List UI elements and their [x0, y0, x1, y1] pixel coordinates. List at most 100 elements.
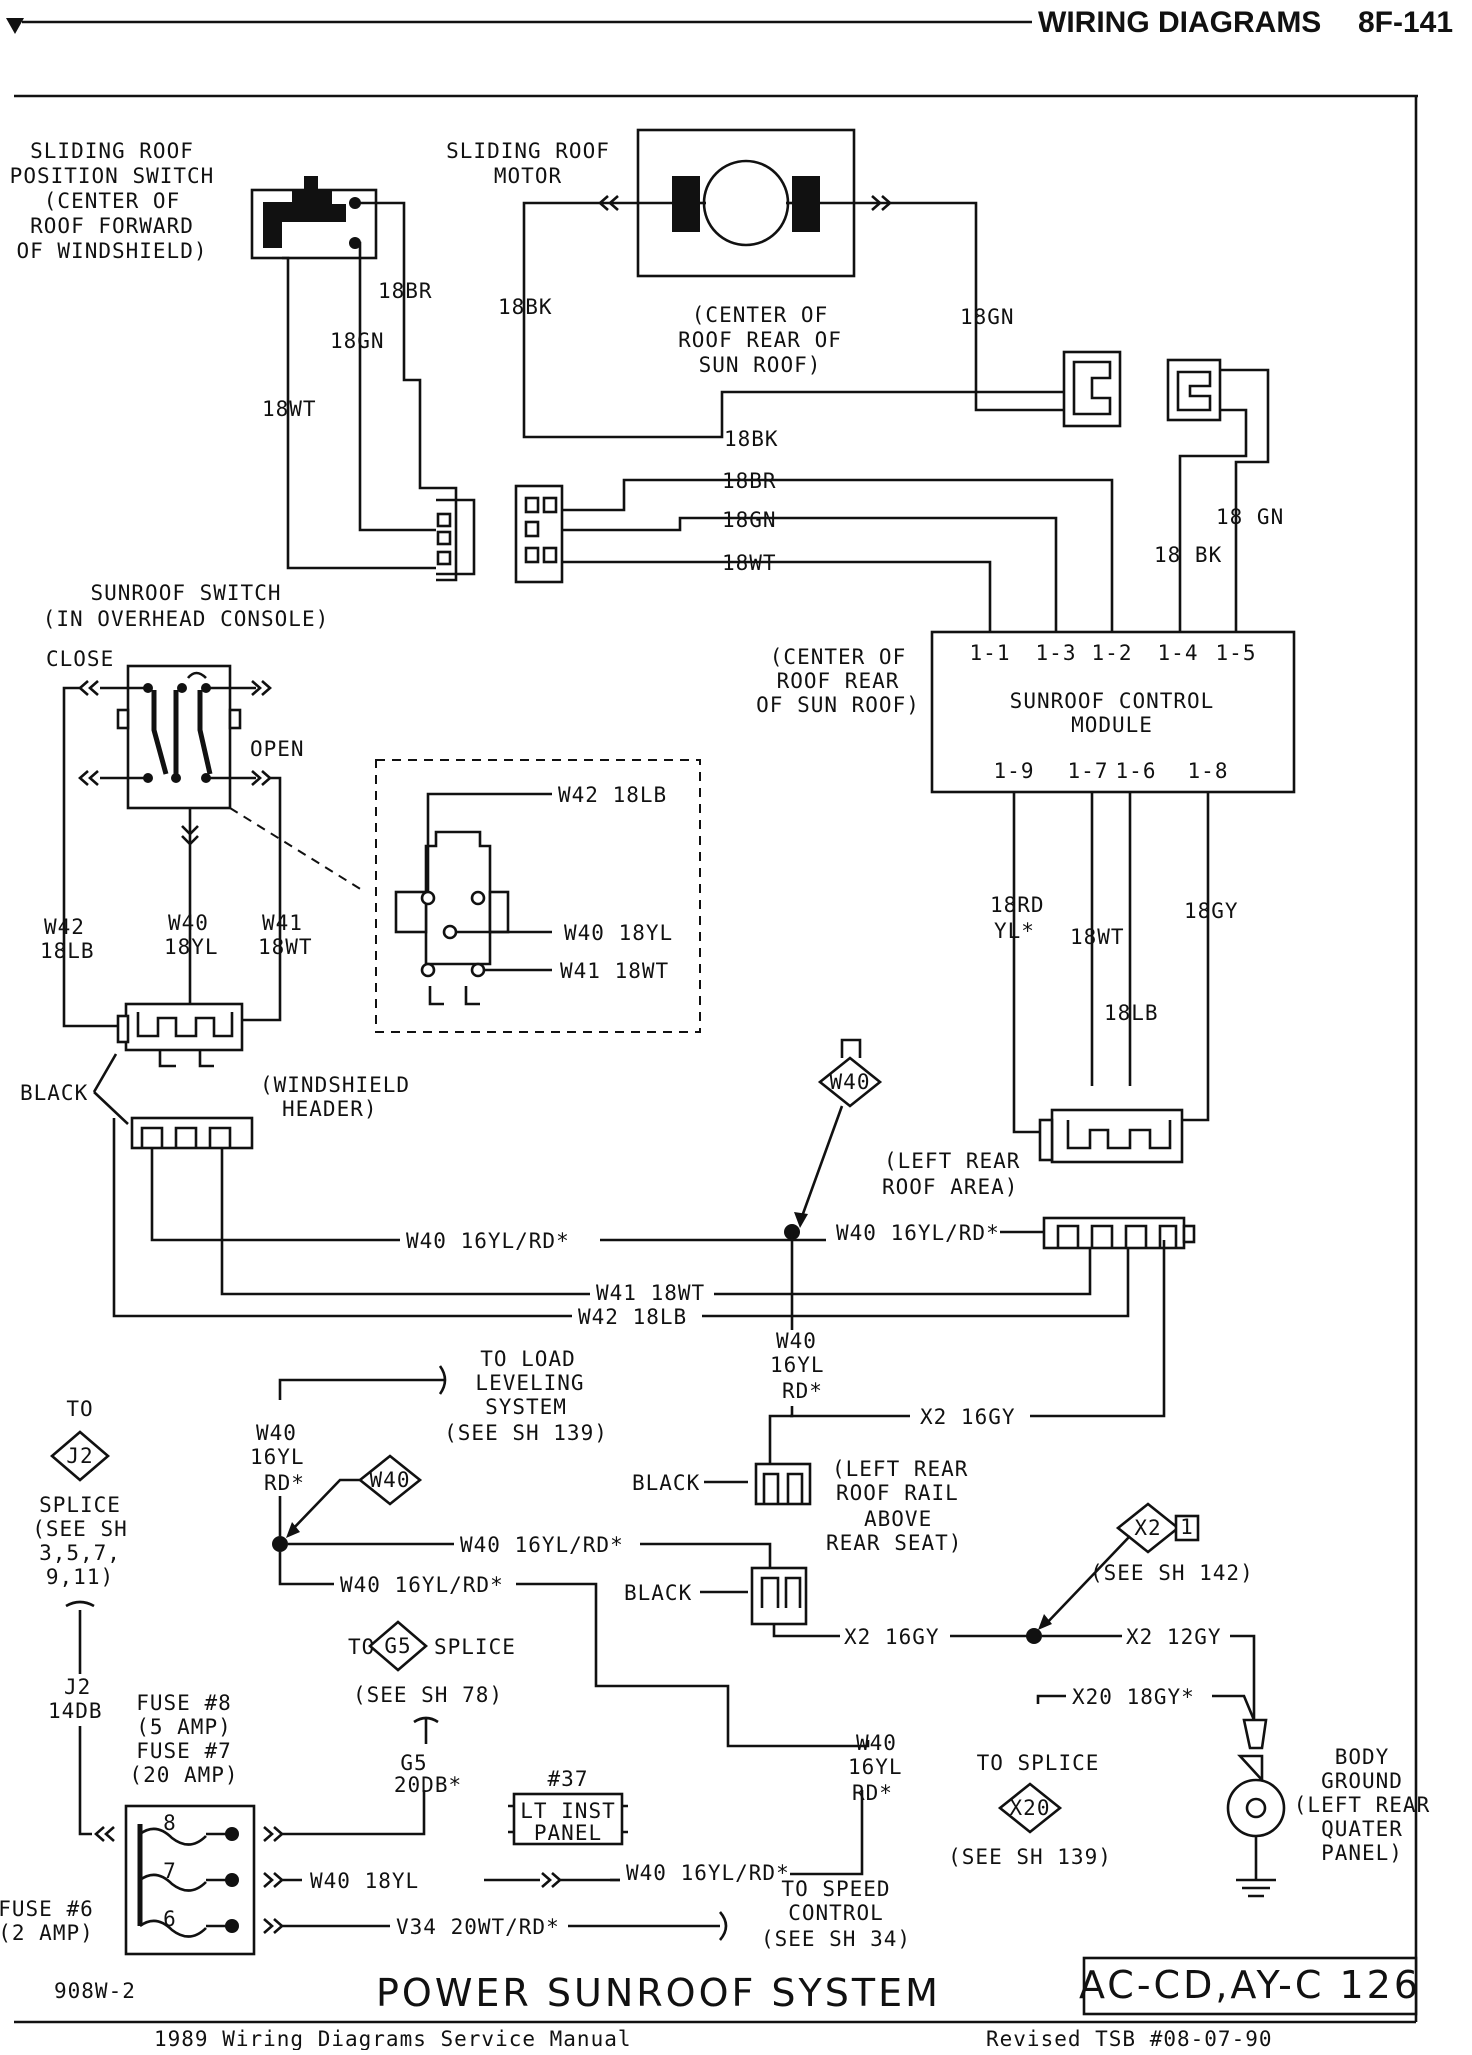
- wire-label-18wt-switch: 18WT: [262, 397, 317, 421]
- wire-label-w40-header: W40 16YL/RD*: [406, 1229, 570, 1253]
- body-ground-line3: (LEFT REAR: [1294, 1793, 1430, 1817]
- switch-open-label: OPEN: [250, 737, 305, 761]
- left-rear-rail-line4: REAR SEAT): [826, 1531, 962, 1555]
- wire-label-v34: V34 20WT/RD*: [396, 1915, 560, 1939]
- fuse-top-line2: (5 AMP): [136, 1715, 232, 1739]
- wire-label-16yl-ll: 16YL: [250, 1445, 305, 1469]
- wire-label-g5: G5: [400, 1751, 427, 1775]
- fuse-input-connector-icon: [94, 1826, 115, 1842]
- left-rear-roof-connector: [1042, 1216, 1196, 1250]
- lt-inst-number: #37: [548, 1767, 589, 1791]
- badge-w40-mid-diamond: [357, 1454, 423, 1506]
- wire-label-18gn-motor: 18GN: [960, 305, 1015, 329]
- roof-connector-pins: [1056, 1224, 1178, 1248]
- wire-label-rdstar-down: RD*: [782, 1379, 823, 1403]
- badge-g5-diamond: [368, 1620, 428, 1672]
- wire-g5-fuse8: [282, 1790, 426, 1836]
- wire-w40-rail: [768, 1406, 794, 1466]
- switch-close-label: CLOSE: [46, 647, 114, 671]
- switch-blade-right-icon: [197, 690, 213, 775]
- switch-open-connector-icon: [251, 680, 272, 696]
- module-lower-connector: [1038, 1108, 1184, 1164]
- g5-break-icon: [413, 1716, 439, 1744]
- inline-connector-switch-shell: [436, 498, 476, 576]
- module-harness-connector: [1166, 358, 1222, 422]
- module-pin-1-1: 1-1: [970, 641, 1011, 665]
- wire-label-w41-switch: W41: [262, 911, 303, 935]
- badge-w40-mid-leader: [289, 1478, 360, 1533]
- roof-connector-latch: [1182, 1224, 1196, 1244]
- wire-x2-16gy-roof: [1030, 1240, 1166, 1418]
- lt-inst-line2: PANEL: [534, 1821, 602, 1845]
- wire-label-w40-down: W40: [776, 1329, 817, 1353]
- switch-connector-pins: [136, 1012, 234, 1038]
- ground-symbol-icon: [1236, 1878, 1276, 1898]
- detail-connector-right-tab: [488, 890, 510, 934]
- harness-connector-pin-shape: [1176, 370, 1212, 412]
- badge-g5-text: G5: [384, 1634, 411, 1658]
- wire-18br-module: [562, 478, 1114, 634]
- body-ground-line1: BODY: [1335, 1745, 1390, 1769]
- switch-pivot-arc: [186, 671, 207, 679]
- module-pin-1-9: 1-9: [994, 759, 1035, 783]
- motor-brush-right-icon: [792, 176, 820, 232]
- fuse-6-connector-icon: [263, 1918, 284, 1934]
- fuse7-inline-connector-icon: [541, 1872, 562, 1888]
- lower-connector-latch: [1038, 1118, 1054, 1162]
- wire-w41-header-cont: [714, 1240, 1092, 1296]
- wire-label-x20: X20 18GY*: [1072, 1685, 1195, 1709]
- black-label-seat: BLACK: [624, 1581, 692, 1605]
- wire-18gy-lower: [1180, 792, 1210, 1122]
- footer-manual: 1989 Wiring Diagrams Service Manual: [154, 2027, 632, 2050]
- wire-label-18wt-lower: 18WT: [1070, 925, 1125, 949]
- module-pin-1-4: 1-4: [1158, 641, 1199, 665]
- position-switch-label-line4: ROOF FORWARD: [30, 214, 194, 238]
- wire-label-18gn-module: 18 GN: [1216, 505, 1284, 529]
- detail-label-w41: W41 18WT: [560, 959, 669, 983]
- sunroof-switch-label-line1: SUNROOF SWITCH: [90, 581, 281, 605]
- fuse-8-connector-icon: [263, 1826, 284, 1842]
- badge-x20-text: X20: [1010, 1796, 1051, 1820]
- switch-contact-2: [177, 683, 187, 693]
- position-switch-label-line5: OF WINDSHIELD): [16, 239, 207, 263]
- fuse-number-7: 7: [163, 1859, 177, 1883]
- j2-splice-line3: 3,5,7,: [39, 1541, 121, 1565]
- x20-splice-line2: (SEE SH 139): [948, 1845, 1112, 1869]
- load-leveling-line3: SYSTEM: [485, 1395, 567, 1419]
- wire-18rd-yl: [1012, 792, 1052, 1134]
- wire-label-w40-speed: W40: [856, 1731, 897, 1755]
- switch-connector-housing: [124, 1002, 244, 1052]
- module-location-line2: ROOF REAR: [777, 669, 900, 693]
- module-housing: [930, 630, 1296, 794]
- left-rear-roof-line1: (LEFT REAR: [884, 1149, 1020, 1173]
- rear-seat-connector: [750, 1566, 808, 1626]
- wire-label-rdstar-speed: RD*: [852, 1781, 893, 1805]
- switch-contact-5: [171, 773, 181, 783]
- header-section-title: WIRING DIAGRAMS: [1038, 6, 1321, 39]
- wire-x2-seat: [772, 1624, 840, 1638]
- wire-label-w40-ll-right: W40 16YL/RD*: [460, 1533, 624, 1557]
- motor-connector-right-icon: [871, 195, 892, 211]
- badge-w40-top-diamond: [817, 1056, 883, 1108]
- wire-18gn-module: [1220, 368, 1270, 634]
- motor-location-line2: ROOF REAR OF: [678, 328, 842, 352]
- wire-label-18br-module: 18BR: [722, 469, 777, 493]
- x20-splice-line1: TO SPLICE: [977, 1751, 1100, 1775]
- model-code: AC-CD,AY-C 126: [1079, 1963, 1421, 2007]
- body-ground-line4: QUATER: [1321, 1817, 1403, 1841]
- badge-g5: G5: [368, 1620, 428, 1672]
- sunroof-control-module: SUNROOF CONTROL MODULE 1-1 1-3 1-2 1-4 1…: [930, 630, 1296, 794]
- badge-w40-mid-arrow-icon: [286, 1522, 300, 1538]
- wire-label-x2-12gy: X2 12GY: [1126, 1625, 1222, 1649]
- module-label-line2: MODULE: [1071, 713, 1153, 737]
- sunroof-switch-label-line2: (IN OVERHEAD CONSOLE): [43, 607, 330, 631]
- wire-label-18lb-lower: 18LB: [1104, 1001, 1159, 1025]
- load-leveling-line1: TO LOAD: [480, 1347, 576, 1371]
- rail-connector-pins: [762, 1472, 804, 1504]
- module-pin-1-3: 1-3: [1036, 641, 1077, 665]
- connector-detail-view: [375, 759, 701, 1033]
- splice-x2: [1026, 1628, 1042, 1644]
- fuse-6-element-icon: [139, 1919, 207, 1938]
- motor-relay-connector: [1062, 350, 1122, 428]
- module-pin-1-7: 1-7: [1068, 759, 1109, 783]
